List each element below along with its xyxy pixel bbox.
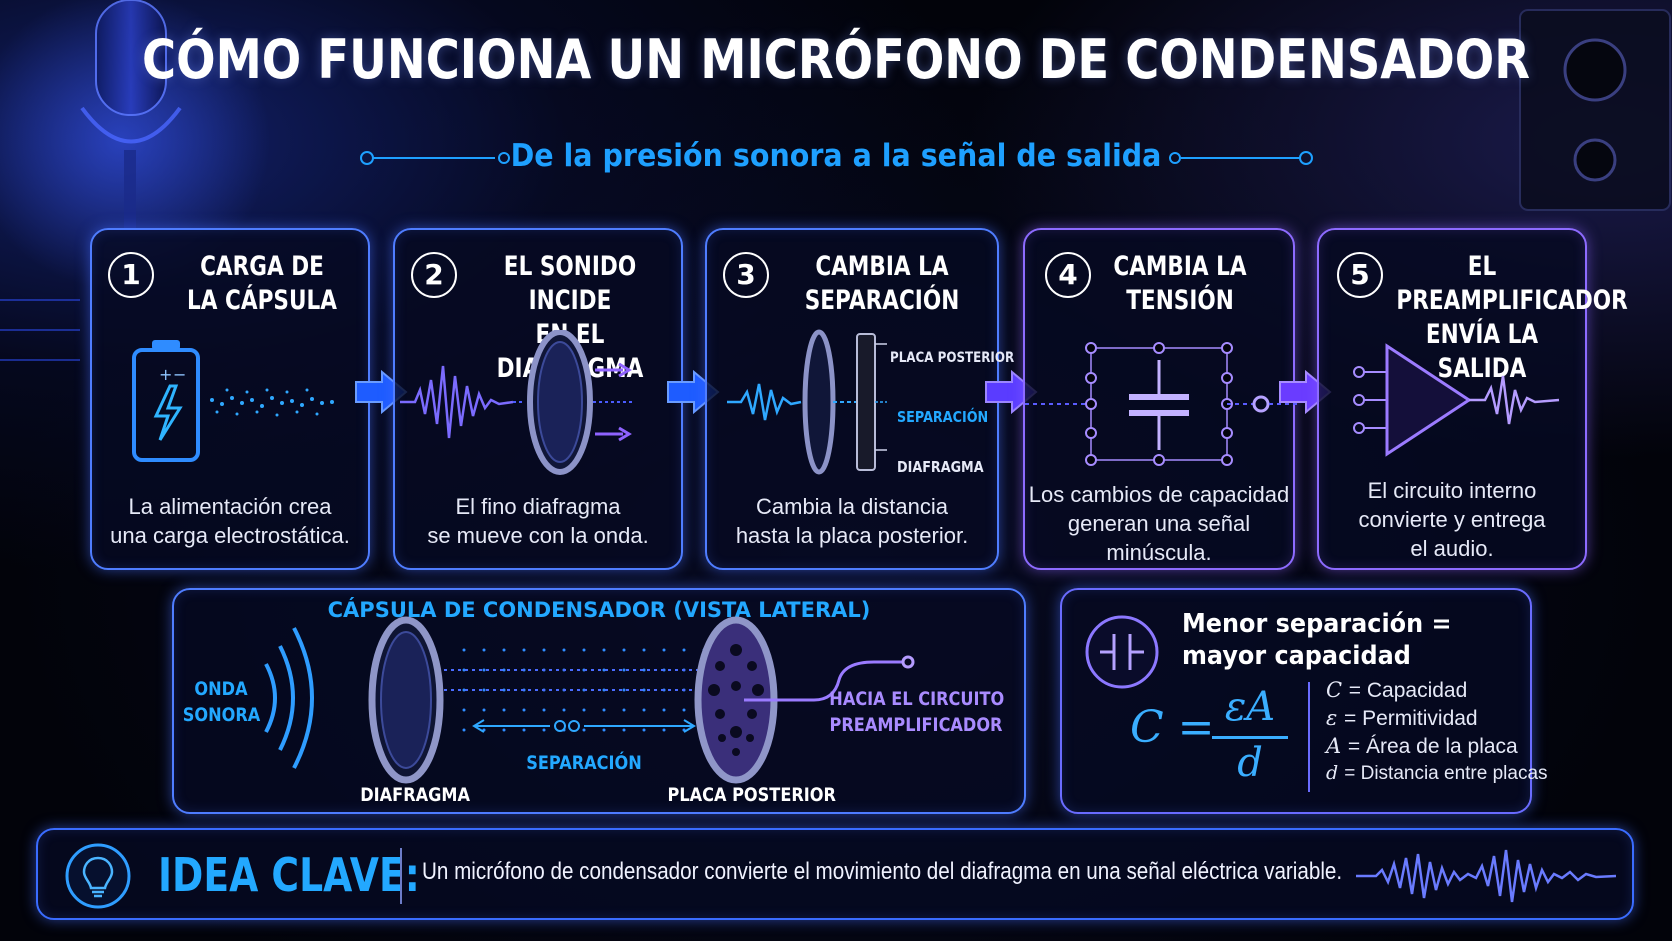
step-desc-line: una carga electrostática. [110,523,350,548]
step-desc-line: hasta la placa posterior. [735,523,969,548]
step-number: 4 [1045,252,1091,298]
formula-panel: Menor separación = mayor capacidad C = ε… [1060,588,1548,814]
legend-row: C = Capacidad [1326,678,1467,703]
formula-c: C [1130,702,1164,753]
step-card-1: 1 CARGA DE LA CÁPSULA + − La alimentació… [90,228,370,570]
step-title-line: TENSIÓN [1126,285,1234,316]
step-title-line: CAMBIA LA [815,251,949,282]
capacitor-icon [1085,615,1159,689]
formula-denominator: d [1237,740,1263,786]
step-description: El circuito interno convierte y entrega … [1319,476,1585,563]
legend-symbol: d [1326,762,1339,784]
legend-text: = Área de la placa [1347,735,1518,758]
legend-symbol: ε [1326,706,1338,730]
step-description: La alimentación crea una carga electrost… [92,492,368,550]
step-desc-line: generan una señal [1067,511,1251,536]
step-title-line: LA CÁPSULA [187,285,337,316]
step-title-line: EL SONIDO INCIDE [503,251,637,316]
back-plate-caption: PLACA POSTERIOR [667,784,836,806]
step-number: 2 [411,252,457,298]
formula-lhs: C = [1130,702,1215,753]
step-title-line: CAMBIA LA [1113,251,1247,282]
page-title: CÓMO FUNCIONA UN MICRÓFONO DE CONDENSADO… [142,28,1530,91]
legend-symbol: A [1326,734,1342,758]
step-desc-line: convierte y entrega [1358,507,1546,532]
legend-symbol: C [1326,678,1343,702]
step-number: 1 [108,252,154,298]
step-desc-line: El fino diafragma [455,494,621,519]
step-number: 5 [1337,252,1383,298]
step-description: Los cambios de capacidad generan una señ… [1025,480,1293,567]
step-title: EL PREAMPLIFICADOR ENVÍA LA SALIDA [1396,250,1628,386]
capsule-title: CÁPSULA DE CONDENSADOR (VISTA LATERAL) [327,598,871,622]
svg-text:+: + [159,365,172,384]
key-idea-text: Un micrófono de condensador convierte el… [422,858,1343,885]
lightning-icon [153,384,183,441]
battery-icon: + − [132,340,334,462]
subtitle-decor [360,151,1313,165]
diaphragm-wave-illustration [400,330,635,475]
legend-text: = Permitividad [1343,707,1478,730]
sound-wave-icon [264,627,314,769]
page-subtitle: De la presión sonora a la señal de salid… [510,138,1162,174]
formula-heading-line: Menor separación = [1182,609,1452,639]
legend-text: = Distancia entre placas [1344,763,1548,784]
step-title: CARGA DE LA CÁPSULA [174,250,350,318]
svg-text:−: − [173,365,186,384]
gap-caption: SEPARACIÓN [526,752,642,774]
sound-wave-label-line: SONORA [182,704,261,726]
lightbulb-icon [65,843,131,909]
step-desc-line: minúscula. [1106,540,1212,565]
gap-illustration [727,329,887,475]
step-desc-line: El circuito interno [1367,478,1537,503]
step-desc-line: Cambia la distancia [756,494,948,519]
key-idea-label: IDEA CLAVE: [158,848,420,902]
formula-divider [1308,682,1310,792]
step-title-line: ENVÍA LA SALIDA [1425,319,1539,384]
step-title: CAMBIA LA SEPARACIÓN [792,250,973,318]
back-plate-label: PLACA POSTERIOR [890,350,1015,366]
step-card-4: 4 CAMBIA LA TENSIÓN Los cambios de [1023,228,1297,570]
key-idea-divider [400,848,402,904]
step-number: 3 [723,252,769,298]
step-desc-line: La alimentación crea [128,494,332,519]
step-desc-line: Los cambios de capacidad [1028,482,1290,507]
step-card-5: 5 EL PREAMPLIFICADOR ENVÍA LA SALIDA El … [1317,228,1628,570]
diaphragm-caption: DIAFRAGMA [360,784,470,806]
step-title-line: SEPARACIÓN [804,285,960,316]
step-description: El fino diafragma se mueve con la onda. [395,492,681,550]
amplifier-icon [1353,343,1560,457]
capsule-illustration [264,616,915,784]
capacitor-icon [1025,342,1297,466]
step-card-3: 3 CAMBIA LA SEPARACIÓN PLACA POSTERIOR S… [705,228,1014,570]
circuit-caption-line: PREAMPLIFICADOR [829,714,1003,736]
capsule-panel: CÁPSULA DE CONDENSADOR (VISTA LATERAL) [172,588,1026,814]
legend-text: = Capacidad [1348,679,1468,702]
legend-row: ε = Permitividad [1326,706,1478,731]
step-title-line: EL PREAMPLIFICADOR [1396,251,1628,316]
formula-heading-line: mayor capacidad [1182,641,1411,671]
step-desc-line: el audio. [1410,536,1494,561]
diaphragm-label: DIAFRAGMA [897,458,984,476]
sound-wave-label: ONDA SONORA [182,676,261,728]
gap-label: SEPARACIÓN [897,408,989,426]
step-title-line: CARGA DE [200,251,324,282]
step-description: Cambia la distancia hasta la placa poste… [707,492,997,550]
circuit-caption: HACIA EL CIRCUITO PREAMPLIFICADOR [829,686,1005,738]
formula-equals: = [1163,702,1215,753]
step-title: CAMBIA LA TENSIÓN [1104,250,1256,318]
formula-heading: Menor separación = mayor capacidad [1182,608,1451,672]
sound-wave-label-line: ONDA [194,678,248,700]
formula-fraction-bar [1212,736,1288,739]
legend-row: A = Área de la placa [1326,734,1518,759]
key-idea-bar: IDEA CLAVE: Un micrófono de condensador … [36,828,1634,920]
step-card-2: 2 EL SONIDO INCIDE EN EL DIAFRAGMA El fi… [393,228,683,570]
formula-numerator: εA [1224,684,1276,730]
circuit-caption-line: HACIA EL CIRCUITO [829,688,1005,710]
waveform-icon [1356,849,1616,903]
step-desc-line: se mueve con la onda. [427,523,649,548]
legend-row: d = Distancia entre placas [1326,762,1548,785]
